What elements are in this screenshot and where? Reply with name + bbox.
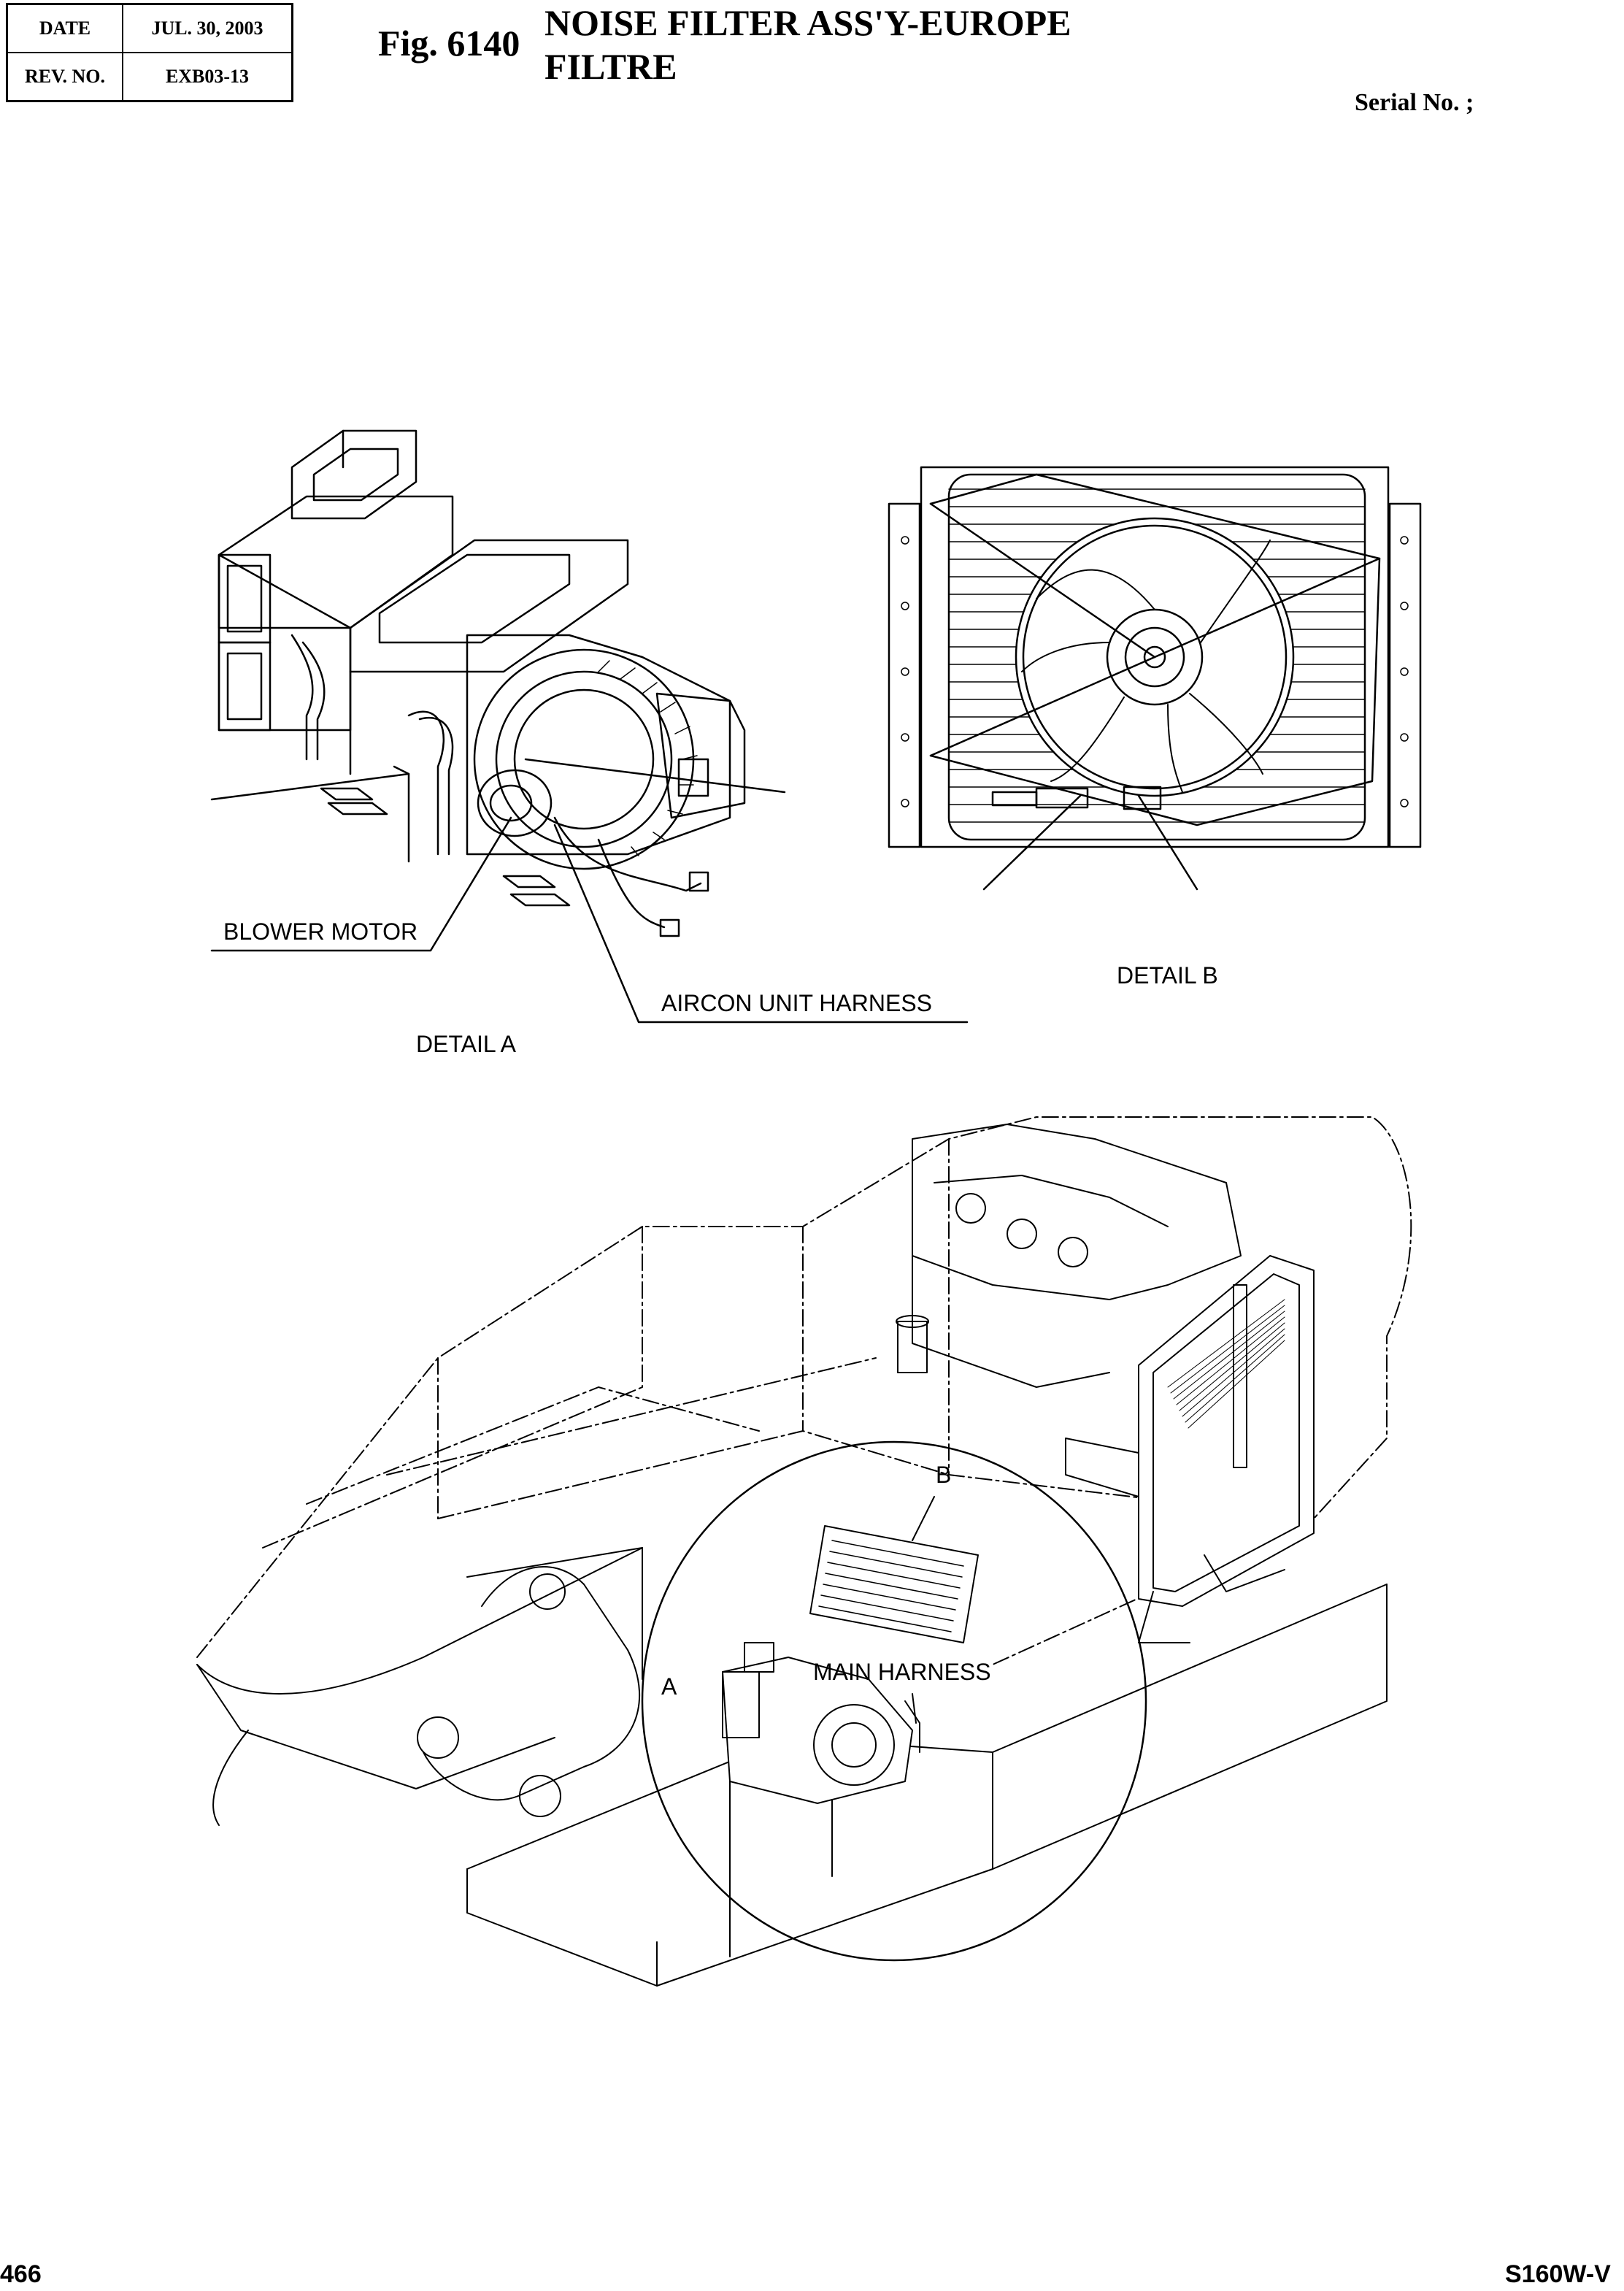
label-main-harness: MAIN HARNESS — [813, 1659, 991, 1685]
radiator-fin — [1179, 1322, 1285, 1411]
radiator-fin — [1176, 1316, 1285, 1405]
figure-title-line1: NOISE FILTER ASS'Y-EUROPE — [544, 2, 1071, 43]
radiator-fin — [1182, 1328, 1285, 1417]
rev-value: EXB03-13 — [122, 52, 293, 102]
callout-a: A — [661, 1673, 677, 1700]
figure-number: Fig. 6140 — [378, 23, 520, 64]
page-number: 466 — [0, 2260, 42, 2288]
date-label: DATE — [6, 3, 123, 53]
radiator-fin — [1167, 1299, 1285, 1388]
label-blower-motor: BLOWER MOTOR — [223, 918, 418, 945]
radiator-fin — [1170, 1305, 1285, 1394]
radiator-fin — [1188, 1340, 1285, 1429]
radiator-fin — [1185, 1334, 1285, 1423]
label-aircon-unit-harness: AIRCON UNIT HARNESS — [661, 990, 933, 1016]
detail-b-condenser-fan — [888, 466, 1422, 891]
machine-overview — [196, 1116, 1412, 1987]
revision-table: DATE JUL. 30, 2003 REV. NO. EXB03-13 — [6, 3, 293, 102]
rev-label: REV. NO. — [6, 52, 123, 102]
label-detail-b: DETAIL B — [1117, 962, 1218, 989]
radiator-fin — [1173, 1310, 1285, 1400]
model-number: S160W-V — [1505, 2260, 1611, 2288]
label-detail-a: DETAIL A — [416, 1031, 516, 1057]
callout-b: B — [936, 1462, 952, 1488]
detail-a-aircon-unit — [210, 429, 969, 1024]
serial-number: Serial No. ; — [1355, 89, 1474, 116]
figure-title-line2: FILTRE — [544, 46, 677, 87]
date-value: JUL. 30, 2003 — [122, 3, 293, 53]
